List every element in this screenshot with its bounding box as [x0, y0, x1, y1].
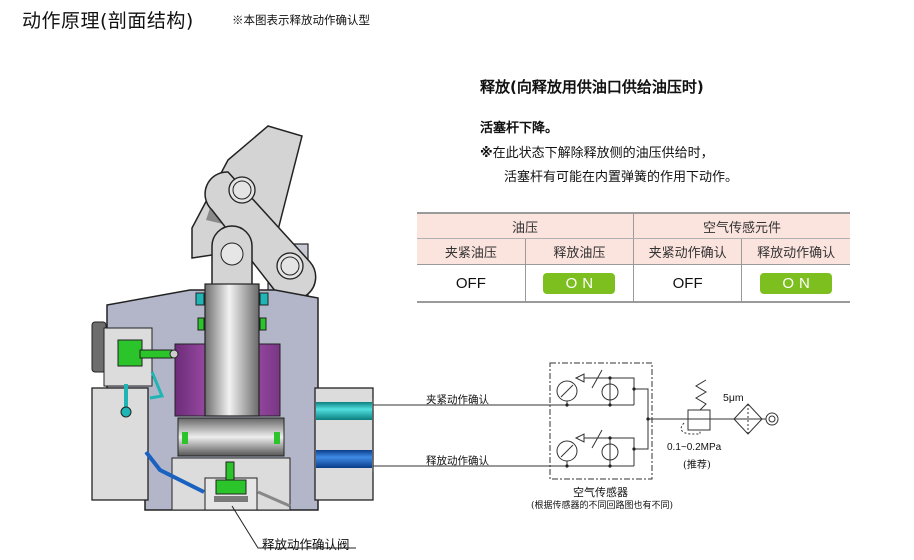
- release-port: [316, 450, 372, 468]
- group-hydraulic: 油压: [417, 212, 634, 239]
- sensor-note: (根据传感器的不同回路图也有不同): [531, 501, 674, 511]
- link-plate: [204, 171, 317, 301]
- release-confirm-valve: [215, 479, 247, 495]
- reference-mark: ※: [480, 146, 493, 161]
- status-off: OFF: [455, 274, 486, 292]
- caution-text-1: 在此状态下解除释放侧的油压供给时，: [492, 146, 714, 161]
- page-title: 动作原理(剖面结构): [22, 10, 194, 32]
- sensor-label: 空气传感器: [573, 486, 628, 499]
- figure-note: ※本图表示释放动作确认型: [232, 13, 370, 27]
- clamp-port: [316, 402, 372, 420]
- col-release-confirm: 释放动作确认: [741, 238, 850, 265]
- col-clamp-confirm: 夹紧动作确认: [632, 238, 742, 265]
- air-source-icon: [765, 412, 779, 426]
- table-row: OFF ON OFF ON: [417, 264, 850, 303]
- cell-clamp-pressure: OFF: [417, 264, 526, 303]
- caution-note: ※在此状态下解除释放侧的油压供给时，: [480, 142, 714, 161]
- pressure-label: 0.1~0.2MPa: [667, 442, 722, 453]
- clamp-line-label: 夹紧动作确认: [426, 394, 489, 406]
- clamp-confirm-valve: [91, 321, 179, 418]
- cell-release-confirm: ON: [741, 264, 850, 303]
- valve-callout-label: 释放动作确认阀: [262, 537, 350, 552]
- status-on-badge: ON: [760, 272, 833, 294]
- state-description: 活塞杆下降。: [480, 121, 559, 136]
- status-off: OFF: [672, 274, 703, 292]
- pressure-note: (推荐): [683, 460, 711, 471]
- caution-text-2: 活塞杆有可能在内置弹簧的作用下动作。: [504, 170, 739, 185]
- col-clamp-pressure: 夹紧油压: [417, 238, 526, 265]
- release-line-label: 释放动作确认: [426, 455, 489, 467]
- air-sensor-box: [549, 362, 653, 480]
- state-title: 释放(向释放用供油口供给油压时): [480, 78, 704, 96]
- piston: [177, 417, 285, 457]
- piston-rod: [204, 283, 260, 417]
- col-release-pressure: 释放油压: [524, 238, 634, 265]
- group-air-sensor: 空气传感元件: [633, 212, 850, 239]
- status-table: 油压 空气传感元件 夹紧油压 释放油压 夹紧动作确认 释放动作确认 OFF ON…: [417, 212, 850, 303]
- status-on-badge: ON: [543, 272, 616, 294]
- filter-label: 5μm: [723, 392, 744, 404]
- cell-release-pressure: ON: [524, 264, 634, 303]
- cell-clamp-confirm: OFF: [632, 264, 742, 303]
